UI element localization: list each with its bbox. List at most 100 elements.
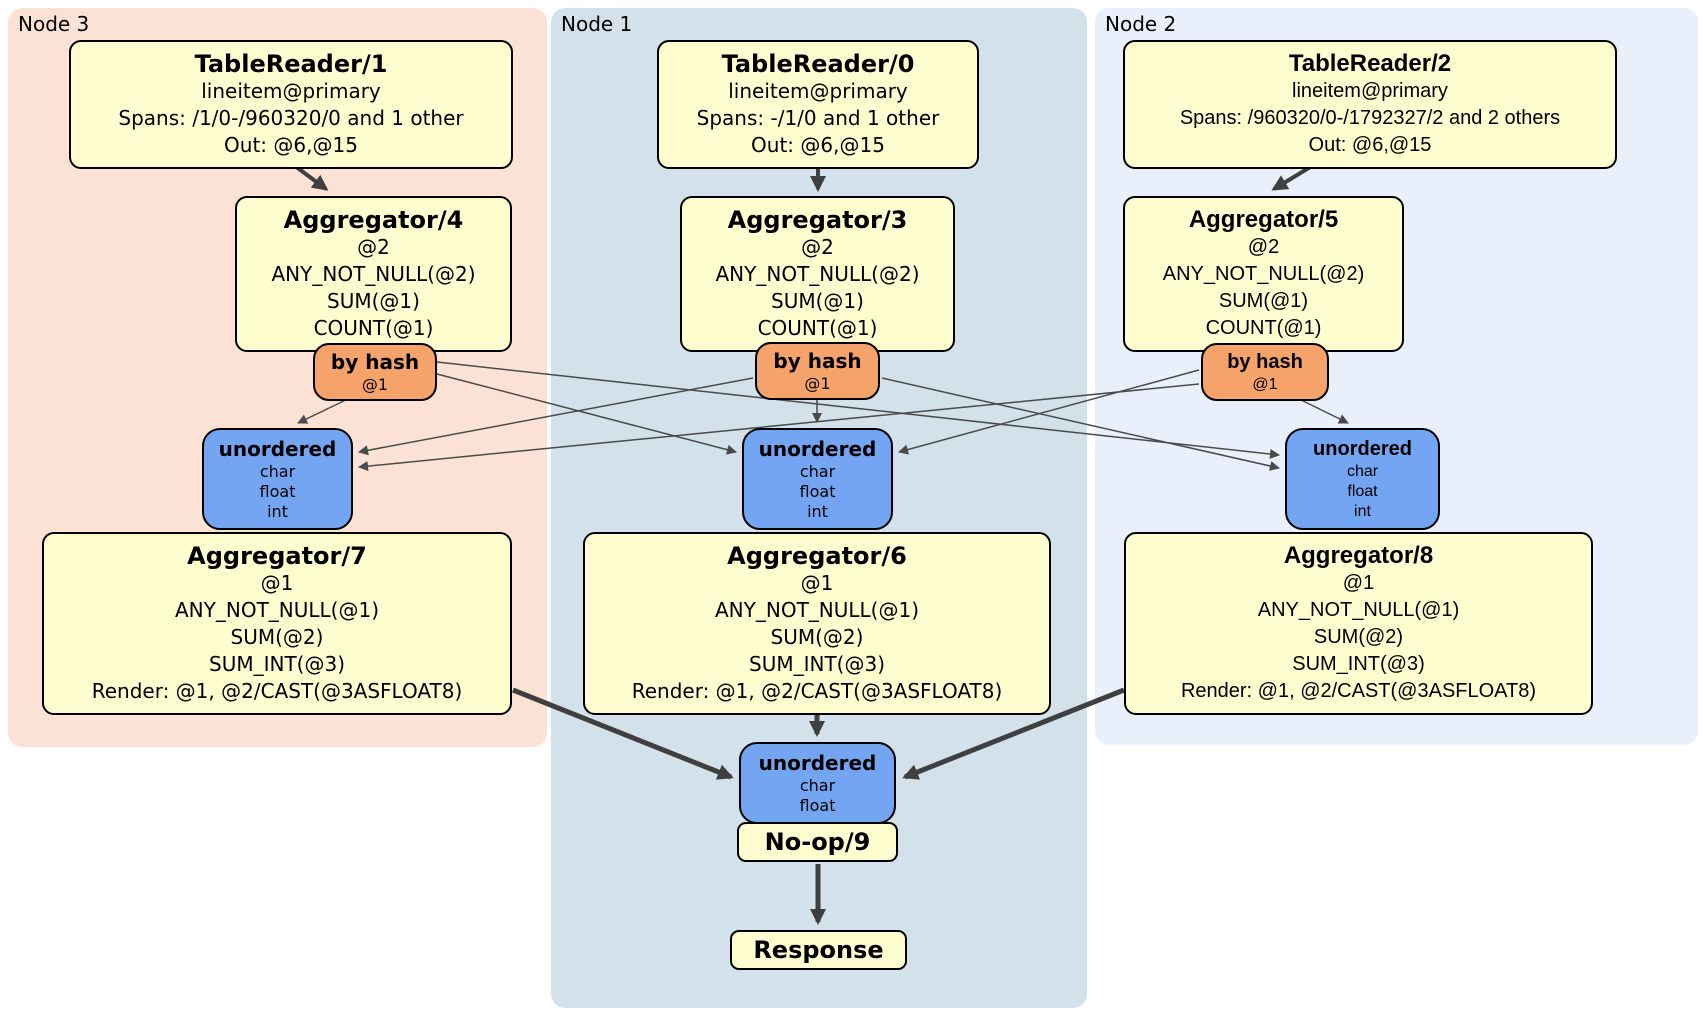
node3-tablereader-spans: Spans: /1/0-/960320/0 and 1 other — [118, 106, 464, 130]
edge-router1-sync2 — [881, 377, 1280, 471]
node1-aggregator-title: Aggregator/3 — [727, 206, 908, 234]
node2-sync-box: unordered char float int — [1285, 428, 1440, 530]
node2-final-aggregator-fn2: SUM(@2) — [1313, 626, 1404, 648]
response-box: Response — [730, 930, 907, 970]
node3-hash-router-box: by hash @1 — [313, 343, 437, 401]
node1-aggregator-fn1: ANY_NOT_NULL(@2) — [715, 262, 920, 286]
node2-aggregator-fn1: ANY_NOT_NULL(@2) — [1162, 263, 1365, 285]
node2-aggregator-fn3: COUNT(@1) — [1205, 317, 1322, 339]
node1-sync-title: unordered — [758, 437, 877, 461]
node3-aggregator-fn3: COUNT(@1) — [313, 316, 434, 340]
node3-final-aggregator-render: Render: @1, @2/CAST(@3ASFLOAT8) — [91, 679, 463, 703]
node3-aggregator-title: Aggregator/4 — [283, 206, 464, 234]
node1-tablereader-spans: Spans: -/1/0 and 1 other — [696, 106, 940, 130]
node2-sync-title: unordered — [1313, 438, 1412, 460]
node1-aggregator-group: @2 — [801, 235, 834, 259]
node3-final-aggregator-group: @1 — [260, 571, 294, 595]
node1-tablereader-out: Out: @6,@15 — [751, 133, 885, 157]
node1-final-aggregator-fn3: SUM_INT(@3) — [749, 652, 885, 676]
node3-label: Node 3 — [18, 12, 90, 36]
node3-tablereader-out: Out: @6,@15 — [224, 133, 358, 157]
edge-router3-sync3 — [297, 396, 353, 424]
node3-final-aggregator-fn3: SUM_INT(@3) — [209, 652, 345, 676]
node1-sync-col1: char — [799, 462, 836, 481]
node3-hash-router-cols: @1 — [361, 375, 389, 394]
node2-final-aggregator-fn3: SUM_INT(@3) — [1292, 653, 1425, 675]
edge-router2-sync2 — [1294, 396, 1349, 424]
node2-tablereader-spans: Spans: /960320/0-/1792327/2 and 2 others — [1179, 107, 1561, 129]
edge-agg7-outsync — [512, 687, 734, 780]
edge-tr2-agg5 — [1271, 164, 1314, 191]
node1-aggregator-fn3: COUNT(@1) — [757, 316, 878, 340]
node2-sync-col3: int — [1354, 503, 1371, 520]
edge-router2-sync1 — [898, 369, 1200, 455]
node1-hash-router-cols: @1 — [804, 374, 831, 393]
node2-aggregator-group: @2 — [1247, 236, 1280, 258]
node2-label: Node 2 — [1105, 12, 1177, 36]
node3-sync-col1: char — [259, 462, 296, 481]
node1-final-aggregator-title: Aggregator/6 — [727, 542, 907, 570]
node1-tablereader-box: TableReader/0 lineitem@primary Spans: -/… — [657, 40, 979, 169]
node1-sync-col2: float — [799, 482, 836, 501]
response-title: Response — [753, 936, 884, 964]
edge-router2-sync3 — [358, 383, 1200, 472]
noop-box: No-op/9 — [737, 822, 898, 862]
node1-final-aggregator-render: Render: @1, @2/CAST(@3ASFLOAT8) — [631, 679, 1003, 703]
node1-final-aggregator-box: Aggregator/6 @1 ANY_NOT_NULL(@1) SUM(@2)… — [583, 532, 1051, 715]
node3-sync-box: unordered char float int — [202, 428, 353, 530]
node3-hash-router-title: by hash — [330, 350, 420, 374]
node1-sync-box: unordered char float int — [742, 428, 893, 530]
node3-tablereader-index: lineitem@primary — [201, 79, 381, 103]
node3-final-aggregator-box: Aggregator/7 @1 ANY_NOT_NULL(@1) SUM(@2)… — [42, 532, 512, 715]
node1-final-aggregator-fn1: ANY_NOT_NULL(@1) — [715, 598, 919, 622]
node2-aggregator-fn2: SUM(@1) — [1218, 290, 1309, 312]
node3-tablereader-box: TableReader/1 lineitem@primary Spans: /1… — [69, 40, 513, 169]
node1-final-aggregator-group: @1 — [800, 571, 834, 595]
node3-aggregator-fn2: SUM(@1) — [327, 289, 420, 313]
node3-final-aggregator-fn1: ANY_NOT_NULL(@1) — [175, 598, 379, 622]
node3-sync-col3: int — [267, 502, 288, 521]
edge-router1-sync3 — [358, 377, 754, 456]
edge-tr1-agg4 — [293, 164, 329, 191]
node1-tablereader-index: lineitem@primary — [728, 79, 908, 103]
output-sync-title: unordered — [758, 751, 877, 775]
node2-tablereader-index: lineitem@primary — [1292, 80, 1448, 102]
node1-sync-col3: int — [807, 502, 828, 521]
node3-final-aggregator-title: Aggregator/7 — [187, 542, 367, 570]
node3-sync-col2: float — [259, 482, 296, 501]
node2-aggregator-title: Aggregator/5 — [1188, 206, 1339, 233]
edge-agg8-outsync — [902, 687, 1125, 780]
noop-title: No-op/9 — [764, 828, 871, 856]
node1-aggregator-box: Aggregator/3 @2 ANY_NOT_NULL(@2) SUM(@1)… — [680, 196, 955, 352]
node2-aggregator-box: Aggregator/5 @2 ANY_NOT_NULL(@2) SUM(@1)… — [1123, 196, 1404, 352]
node2-final-aggregator-group: @1 — [1342, 572, 1375, 594]
node1-hash-router-box: by hash @1 — [755, 342, 880, 400]
node2-final-aggregator-title: Aggregator/8 — [1283, 542, 1434, 569]
node2-hash-router-box: by hash @1 — [1201, 343, 1329, 401]
node3-aggregator-fn1: ANY_NOT_NULL(@2) — [271, 262, 476, 286]
node2-tablereader-box: TableReader/2 lineitem@primary Spans: /9… — [1123, 40, 1617, 169]
node1-tablereader-title: TableReader/0 — [721, 50, 915, 78]
node3-tablereader-title: TableReader/1 — [194, 50, 388, 78]
node3-final-aggregator-fn2: SUM(@2) — [230, 625, 324, 649]
output-sync-col2: float — [799, 796, 836, 815]
node2-final-aggregator-render: Render: @1, @2/CAST(@3ASFLOAT8) — [1180, 680, 1537, 702]
node1-hash-router-title: by hash — [773, 349, 862, 373]
node1-final-aggregator-fn2: SUM(@2) — [770, 625, 864, 649]
edge-router3-sync2 — [436, 361, 1280, 459]
node3-aggregator-box: Aggregator/4 @2 ANY_NOT_NULL(@2) SUM(@1)… — [235, 196, 512, 352]
node2-tablereader-out: Out: @6,@15 — [1308, 134, 1432, 156]
node2-final-aggregator-box: Aggregator/8 @1 ANY_NOT_NULL(@1) SUM(@2)… — [1124, 532, 1593, 715]
node2-hash-router-cols: @1 — [1252, 376, 1278, 393]
node2-sync-col1: char — [1346, 463, 1379, 480]
output-sync-col1: char — [799, 776, 836, 795]
edge-router3-sync1 — [436, 373, 737, 455]
node3-sync-title: unordered — [218, 437, 337, 461]
node2-tablereader-title: TableReader/2 — [1288, 50, 1452, 77]
node2-hash-router-title: by hash — [1227, 351, 1303, 373]
node3-aggregator-group: @2 — [357, 235, 390, 259]
output-sync-box: unordered char float — [739, 742, 896, 824]
node1-aggregator-fn2: SUM(@1) — [771, 289, 864, 313]
